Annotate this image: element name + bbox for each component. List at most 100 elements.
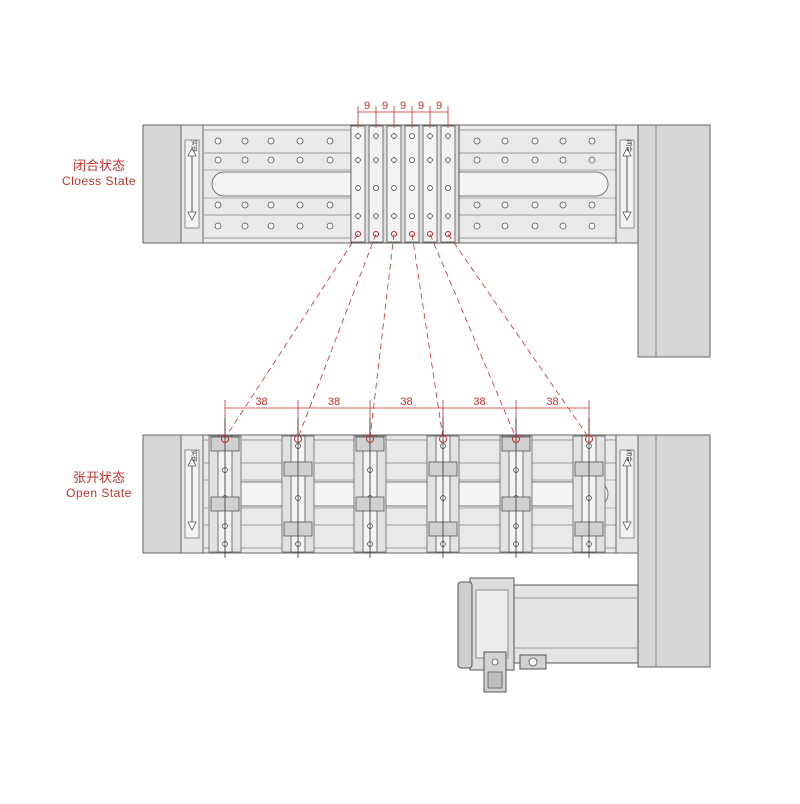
rail-bolt: [559, 201, 567, 209]
rail-bolt: [531, 156, 539, 164]
rail-bolt: [326, 201, 334, 209]
rail-bolt: [501, 201, 509, 209]
carriage-screw: [409, 213, 415, 219]
carriage-screw: [445, 185, 451, 191]
connector-dashed-line: [429, 233, 517, 439]
rail-bolt: [241, 222, 249, 230]
closed-dimension-label: 9: [436, 100, 442, 112]
closed-state-assembly: 实开 闭合: [142, 124, 711, 358]
carriage-pivot-mark: [221, 435, 229, 443]
connector-dashed-line: [447, 233, 590, 439]
carriage-screw: [391, 157, 397, 163]
rail-bolt: [296, 156, 304, 164]
rail-bolt: [473, 222, 481, 230]
rail-bolt: [501, 137, 509, 145]
carriage-screw: [355, 157, 361, 163]
rail-bolt: [267, 222, 275, 230]
carriage-screw: [391, 133, 397, 139]
carriage-screw: [373, 213, 379, 219]
closed-carriage-plate: [404, 125, 420, 243]
carriage-screw: [391, 185, 397, 191]
open-end-text-right: 闭合: [625, 450, 633, 462]
closed-end-text-right: 闭合: [625, 140, 633, 152]
rail-bolt: [214, 137, 222, 145]
connector-origin-mark: [390, 230, 398, 238]
open-left-arrow-block: [184, 449, 200, 539]
rail-bolt: [214, 222, 222, 230]
rail-bolt: [559, 137, 567, 145]
carriage-screw: [355, 185, 361, 191]
rail-bolt: [531, 137, 539, 145]
closed-carriage-plate: [386, 125, 402, 243]
rail-bolt: [559, 156, 567, 164]
closed-dimension-label: 9: [382, 100, 388, 112]
rail-bolt: [214, 156, 222, 164]
open-dimension-label: 38: [255, 396, 267, 408]
rail-bolt: [296, 137, 304, 145]
rail-bolt: [241, 156, 249, 164]
open-state-label: 张开状态 Open State: [56, 471, 142, 501]
open-end-text-left: 实开: [190, 450, 198, 462]
closed-rail-bolts: [214, 137, 596, 230]
closed-left-end-cap: [142, 124, 184, 244]
rail-bolt: [501, 156, 509, 164]
closed-carriage-plate: [350, 125, 366, 243]
rail-bolt: [588, 137, 596, 145]
rail-bolt: [267, 137, 275, 145]
rail-bolt: [588, 156, 596, 164]
carriage-pivot-mark: [512, 435, 520, 443]
rail-bolt: [267, 156, 275, 164]
carriage-screw: [427, 133, 433, 139]
rail-bolt: [501, 222, 509, 230]
connector-origin-mark: [408, 230, 416, 238]
rail-bolt: [326, 137, 334, 145]
closed-carriage-plate: [368, 125, 384, 243]
rail-bolt: [531, 222, 539, 230]
carriage-pivot-mark: [585, 435, 593, 443]
open-dimension-label: 38: [473, 396, 485, 408]
connector-origin-mark: [426, 230, 434, 238]
closed-state-label: 闭合状态 Cloess State: [56, 159, 142, 189]
closed-dimension-label: 9: [364, 100, 370, 112]
rail-bolt: [296, 222, 304, 230]
connector-origin-mark: [444, 230, 452, 238]
closed-dimension-label: 9: [400, 100, 406, 112]
rail-bolt: [588, 201, 596, 209]
open-carriage-plates: [208, 418, 606, 558]
rail-bolt: [214, 201, 222, 209]
carriage-screw: [427, 185, 433, 191]
open-state-label-cn: 张开状态: [72, 471, 125, 486]
servo-motor: [457, 577, 639, 693]
carriage-screw: [391, 213, 397, 219]
carriage-screw: [445, 157, 451, 163]
closed-state-label-cn: 闭合状态: [72, 159, 125, 174]
carriage-screw: [445, 133, 451, 139]
rail-bolt: [473, 137, 481, 145]
connector-dashed-line: [224, 233, 359, 439]
state-connector-lines: [224, 230, 590, 439]
closed-carriage-plate: [440, 125, 456, 243]
open-dimension-label: 38: [546, 396, 558, 408]
rail-bolt: [588, 222, 596, 230]
closed-end-text-left: 实开: [190, 140, 198, 152]
closed-state-label-en: Cloess State: [61, 173, 137, 188]
open-dimension-label: 38: [400, 396, 412, 408]
closed-dimension-label: 9: [418, 100, 424, 112]
open-state-label-en: Open State: [66, 485, 132, 500]
open-left-end-cap: [142, 434, 184, 554]
carriage-screw: [355, 133, 361, 139]
carriage-pivot-mark: [366, 435, 374, 443]
closed-right-arrow-block: [619, 139, 635, 229]
rail-bolt: [267, 201, 275, 209]
rail-bolt: [326, 156, 334, 164]
carriage-screw: [445, 213, 451, 219]
carriage-screw: [373, 157, 379, 163]
carriage-screw: [409, 185, 415, 191]
connector-dashed-line: [297, 233, 377, 439]
closed-left-arrow-block: [184, 139, 200, 229]
closed-carriage-plate: [422, 125, 438, 243]
